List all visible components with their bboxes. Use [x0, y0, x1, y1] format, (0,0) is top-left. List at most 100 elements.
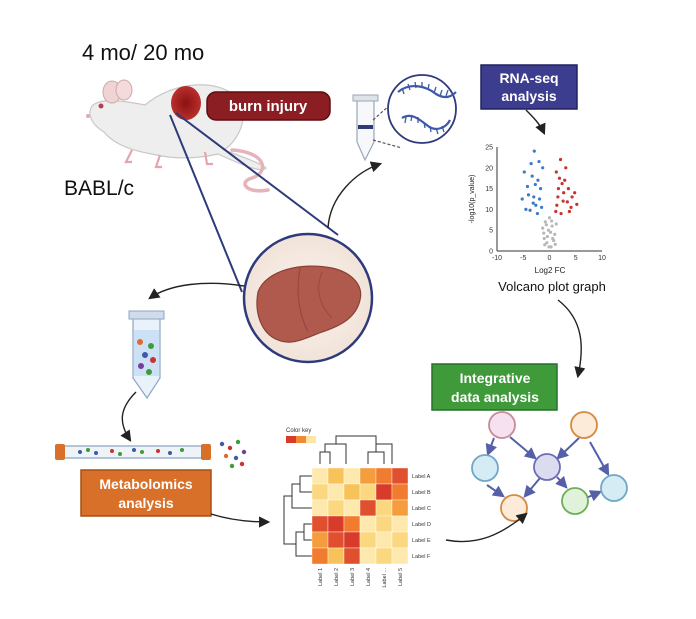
heatmap-cell [359, 499, 377, 517]
volcano-point [550, 219, 554, 223]
integrative-label-line2: data analysis [451, 389, 539, 405]
liver-lens [242, 232, 374, 364]
volcano-point [551, 236, 555, 241]
volcano-point [561, 199, 565, 203]
strain-label: BABL/c [64, 177, 134, 200]
rna-zoom-line-bottom [372, 139, 403, 149]
volcano-point [533, 182, 537, 187]
heatmap-cell [359, 483, 377, 501]
burn-injury-label: burn injury [229, 98, 308, 115]
volcano-point [554, 209, 558, 214]
volcano-point [543, 243, 547, 247]
volcano-x-tick: -5 [520, 255, 526, 262]
heatmap-cell [391, 547, 409, 565]
volcano-point [570, 195, 574, 199]
heatmap-row-label: Label F [412, 554, 431, 560]
heatmap-cell [343, 483, 361, 501]
rnaseq-label-line1: RNA-seq [499, 70, 558, 86]
volcano-point [537, 159, 541, 164]
volcano-point [575, 202, 579, 207]
heatmap-cell [327, 467, 345, 485]
volcano-point [541, 226, 545, 230]
volcano-point [541, 166, 545, 170]
arrow-volcano-to-integrative [557, 299, 586, 379]
heatmap-cell [391, 483, 409, 501]
burn-injury-box: burn injury [206, 91, 331, 121]
heatmap-cell [375, 467, 393, 485]
volcano-point [524, 207, 528, 211]
metabolite-tube [128, 310, 165, 400]
network-node-purple [533, 453, 561, 481]
heatmap-row-label: Label C [412, 506, 431, 512]
volcano-point [569, 205, 573, 209]
volcano-point [529, 162, 533, 166]
heatmap-cell [375, 531, 393, 549]
volcano-caption: Volcano plot graph [498, 279, 606, 294]
arrow-tube-to-column [120, 391, 137, 442]
heatmap-cell [359, 547, 377, 565]
heatmap-cell [391, 467, 409, 485]
heatmap-cell [311, 547, 329, 565]
volcano-y-tick: 15 [485, 186, 493, 193]
volcano-point [520, 197, 524, 201]
volcano-point [542, 231, 546, 235]
heatmap-col-label: Label 3 [350, 568, 356, 586]
volcano-point [530, 174, 534, 178]
heatmap-cell [311, 499, 329, 517]
volcano-point [536, 178, 540, 182]
heatmap-cell [327, 499, 345, 517]
volcano-y-tick: 10 [485, 207, 493, 214]
volcano-point [542, 236, 546, 241]
heatmap-col-label: Label 1 [318, 568, 324, 586]
arrow-heatmap-to-integrative [445, 512, 528, 543]
volcano-point [522, 170, 526, 174]
heatmap-cell [327, 531, 345, 549]
volcano-point [566, 187, 571, 191]
zoom-line-right [175, 112, 339, 236]
heatmap-cell [327, 515, 345, 533]
heatmap-cell [311, 483, 329, 501]
heatmap-cell [359, 467, 377, 485]
volcano-point [563, 178, 567, 182]
age-label: 4 mo/ 20 mo [82, 40, 204, 65]
volcano-point [553, 232, 557, 236]
heatmap-col-label: Label 2 [334, 568, 340, 586]
heatmap-cell [375, 547, 393, 565]
heatmap-cell [391, 499, 409, 517]
heatmap-cell [343, 547, 361, 565]
volcano-point [564, 166, 568, 170]
volcano-point [545, 234, 550, 239]
volcano-point [554, 170, 558, 174]
volcano-point [534, 203, 538, 207]
volcano-point [535, 211, 540, 216]
heatmap-cell [327, 547, 345, 565]
volcano-point [546, 228, 551, 232]
heatmap-col-label: Label 5 [398, 568, 404, 586]
metabolite-dots [219, 439, 247, 469]
volcano-x-tick: 0 [548, 255, 552, 262]
volcano-point [548, 230, 553, 234]
volcano-y-tick: 0 [489, 249, 493, 256]
volcano-point [553, 242, 557, 246]
rna-tube [352, 94, 379, 162]
volcano-point [556, 195, 560, 199]
volcano-point [558, 157, 563, 162]
volcano-point [526, 193, 531, 197]
network-node-lightblue-left [471, 454, 499, 482]
volcano-x-tick: 5 [574, 255, 578, 262]
volcano-point [562, 191, 566, 195]
dna-strand-lens [387, 74, 457, 144]
heatmap-cell [311, 515, 329, 533]
heatmap-dendrogram-left [283, 475, 312, 557]
metabolomics-box: Metabolomics analysis [80, 469, 212, 517]
heatmap-cell [311, 531, 329, 549]
integrative-label-line1: Integrative [460, 370, 531, 386]
volcano-point [532, 149, 536, 153]
volcano-point [556, 187, 561, 191]
volcano-point [544, 223, 548, 227]
volcano-point [543, 220, 547, 224]
metabolomics-label-line2: analysis [118, 495, 173, 511]
volcano-point [547, 245, 551, 249]
volcano-x-label: Log2 FC [535, 266, 566, 275]
